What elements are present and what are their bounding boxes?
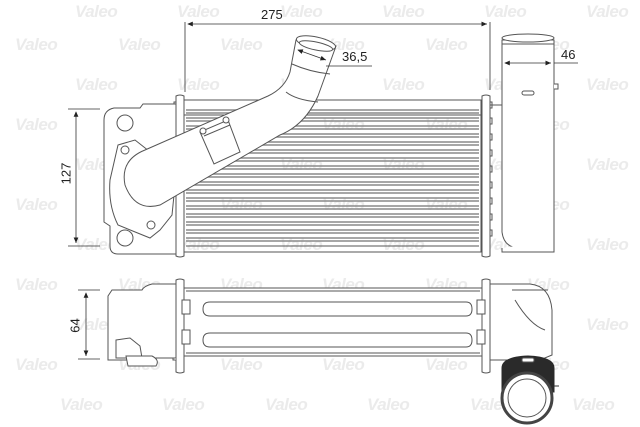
- outlet-hose-end: [500, 355, 559, 425]
- right-header-tank: [481, 94, 493, 258]
- inlet-pipe: [123, 35, 337, 207]
- dimension-inlet-diameter-label: 36,5: [342, 49, 368, 64]
- dimension-lines: [68, 21, 578, 360]
- core-top-view: [107, 278, 559, 425]
- right-end-tank-top: [489, 283, 553, 361]
- outlet-pipe: [490, 33, 559, 253]
- left-end-tank-top: [107, 283, 177, 367]
- dimension-depth-label: 64: [67, 318, 83, 333]
- dimension-overall-width-label: 275: [261, 7, 283, 22]
- dimension-core-height-label: 127: [58, 162, 74, 185]
- dimension-outlet-diameter-label: 46: [561, 47, 576, 62]
- core-front-view: [103, 33, 559, 258]
